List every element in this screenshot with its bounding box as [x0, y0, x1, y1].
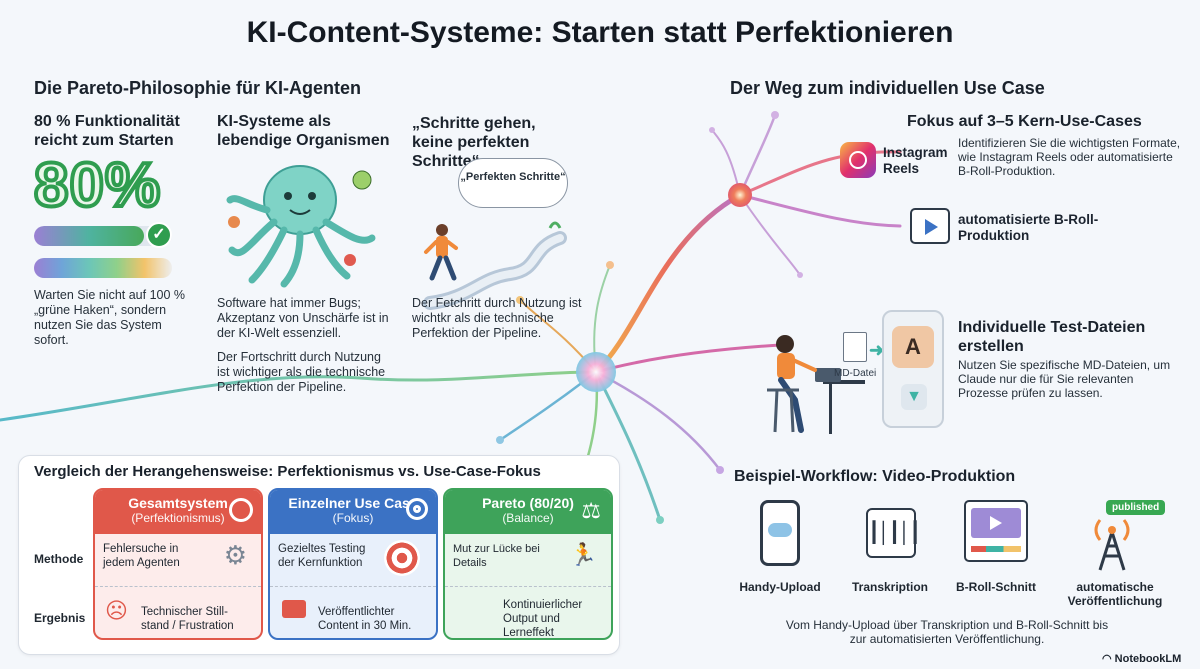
instagram-icon: [840, 142, 876, 178]
card-method: Gezieltes Testing der Kernfunktion: [278, 543, 366, 569]
card-result: Technischer Still-stand / Frustration: [141, 606, 234, 632]
md-file-label: MD-Datei: [834, 368, 877, 379]
focus-desc: Identifizieren Sie die wichtigsten Forma…: [958, 136, 1181, 178]
bullseye-icon: [384, 540, 420, 576]
gears-icon: ⚙: [223, 540, 247, 570]
workflow-step-upload: Handy-Upload: [739, 580, 821, 594]
filter-icon: ▼: [901, 384, 927, 410]
thought-bubble: „Perfekten Schritte“: [458, 158, 568, 208]
arrow-right-icon: ➜: [869, 340, 885, 360]
card-title: Gesamtsystem: [128, 495, 228, 511]
card-title: Pareto (80/20): [482, 495, 574, 511]
video-editor-icon: [964, 500, 1028, 562]
card-use-case: Einzelner Use Case (Fokus) Gezieltes Tes…: [268, 488, 438, 640]
card-method: Fehlersuche in jedem Agenten: [103, 543, 180, 569]
frustrated-person-icon: ☹: [105, 598, 128, 623]
row-label-result: Ergebnis: [34, 611, 86, 625]
card-title: Einzelner Use Case: [288, 495, 418, 511]
tests-title: Individuelle Test-Dateien erstellen: [958, 319, 1146, 355]
notebooklm-logo-icon: ◠: [1102, 653, 1115, 665]
card-subtitle: (Balance): [502, 511, 554, 525]
waveform-icon: ┃│┃│┃: [866, 508, 921, 558]
brand-mark: ◠ NotebookLM: [1102, 652, 1181, 665]
scale-icon: ⚖: [581, 498, 601, 523]
film-play-icon: [910, 208, 950, 244]
col3-text: Der Fetchritt durch Nutzung ist wichtkr …: [412, 296, 582, 340]
page-title: KI-Content-Systeme: Starten statt Perfek…: [246, 16, 954, 49]
check-icon: ✓: [146, 222, 172, 248]
phone-cloud-icon: [760, 500, 800, 566]
pareto-heading: Die Pareto-Philosophie für KI-Agenten: [34, 78, 362, 98]
col2-text2: Der Fortschritt durch Nutzung ist wichti…: [217, 350, 386, 394]
progress-bar-80-fill: [34, 226, 145, 246]
col2-title: KI-Systeme als lebendige Organismen: [217, 113, 390, 149]
claude-tablet-icon: A ▼: [882, 310, 944, 428]
progress-bar-full: [34, 258, 172, 278]
workflow-step-transcript: Transkription: [851, 580, 928, 594]
card-pareto: Pareto (80/20) (Balance) ⚖ Mut zur Lücke…: [443, 488, 613, 640]
person-at-desk-icon: [767, 335, 865, 434]
octopus-icon: [226, 165, 376, 288]
md-file-icon: [843, 332, 867, 362]
magnifier-icon: [229, 498, 253, 522]
published-badge: published: [1106, 500, 1166, 515]
card-subtitle: (Fokus): [332, 511, 374, 525]
col3-title: „Schritte gehen, keine perfekten Schritt…: [412, 115, 536, 170]
card-subtitle: (Perfektionismus): [131, 511, 225, 525]
focus-title: Fokus auf 3–5 Kern-Use-Cases: [907, 113, 1142, 130]
broll-label: automatisierte B-Roll-Produktion: [958, 212, 1099, 243]
laptop-video-icon: [282, 600, 306, 618]
card-method: Mut zur Lücke bei Details: [453, 543, 540, 569]
big-80-number: 80%: [32, 149, 162, 222]
card-gesamtsystem: Gesamtsystem (Perfektionismus) Fehlersuc…: [93, 488, 263, 640]
card-result: Veröffentlichter Content in 30 Min.: [318, 606, 412, 632]
bubble-text: „Perfekten Schritte“: [460, 171, 566, 183]
target-icon: [406, 498, 428, 520]
card-result: Kontinuierlicher Output und Lerneffekt: [503, 599, 583, 639]
workflow-caption: Vom Handy-Upload über Transkription und …: [785, 618, 1109, 646]
row-label-method: Methode: [34, 552, 84, 566]
workflow-title: Beispiel-Workflow: Video-Produktion: [734, 468, 1016, 485]
use-case-heading: Der Weg zum individuellen Use Case: [730, 78, 1045, 98]
jumping-person-icon: 🏃: [569, 542, 597, 567]
broadcast-tower-icon: [1094, 519, 1130, 571]
workflow-step-publish: automatische Veröffentlichung: [1067, 580, 1163, 608]
claude-logo-icon: A: [892, 326, 934, 368]
col1-title: 80 % Funktionalität reicht zum Starten: [34, 113, 180, 149]
col2-text1: Software hat immer Bugs; Akzeptanz von U…: [217, 296, 389, 340]
walking-person-icon: [423, 221, 567, 310]
tests-desc: Nutzen Sie spezifische MD-Dateien, um Cl…: [958, 358, 1171, 400]
comparison-heading: Vergleich der Herangehensweise: Perfekti…: [34, 463, 541, 480]
brand-label: NotebookLM: [1114, 653, 1182, 665]
workflow-step-broll: B-Roll-Schnitt: [956, 580, 1036, 594]
instagram-label: Instagram Reels: [883, 145, 948, 176]
progress-bar-80: [34, 226, 172, 246]
col1-text: Warten Sie nicht auf 100 % „grüne Haken“…: [34, 288, 186, 347]
